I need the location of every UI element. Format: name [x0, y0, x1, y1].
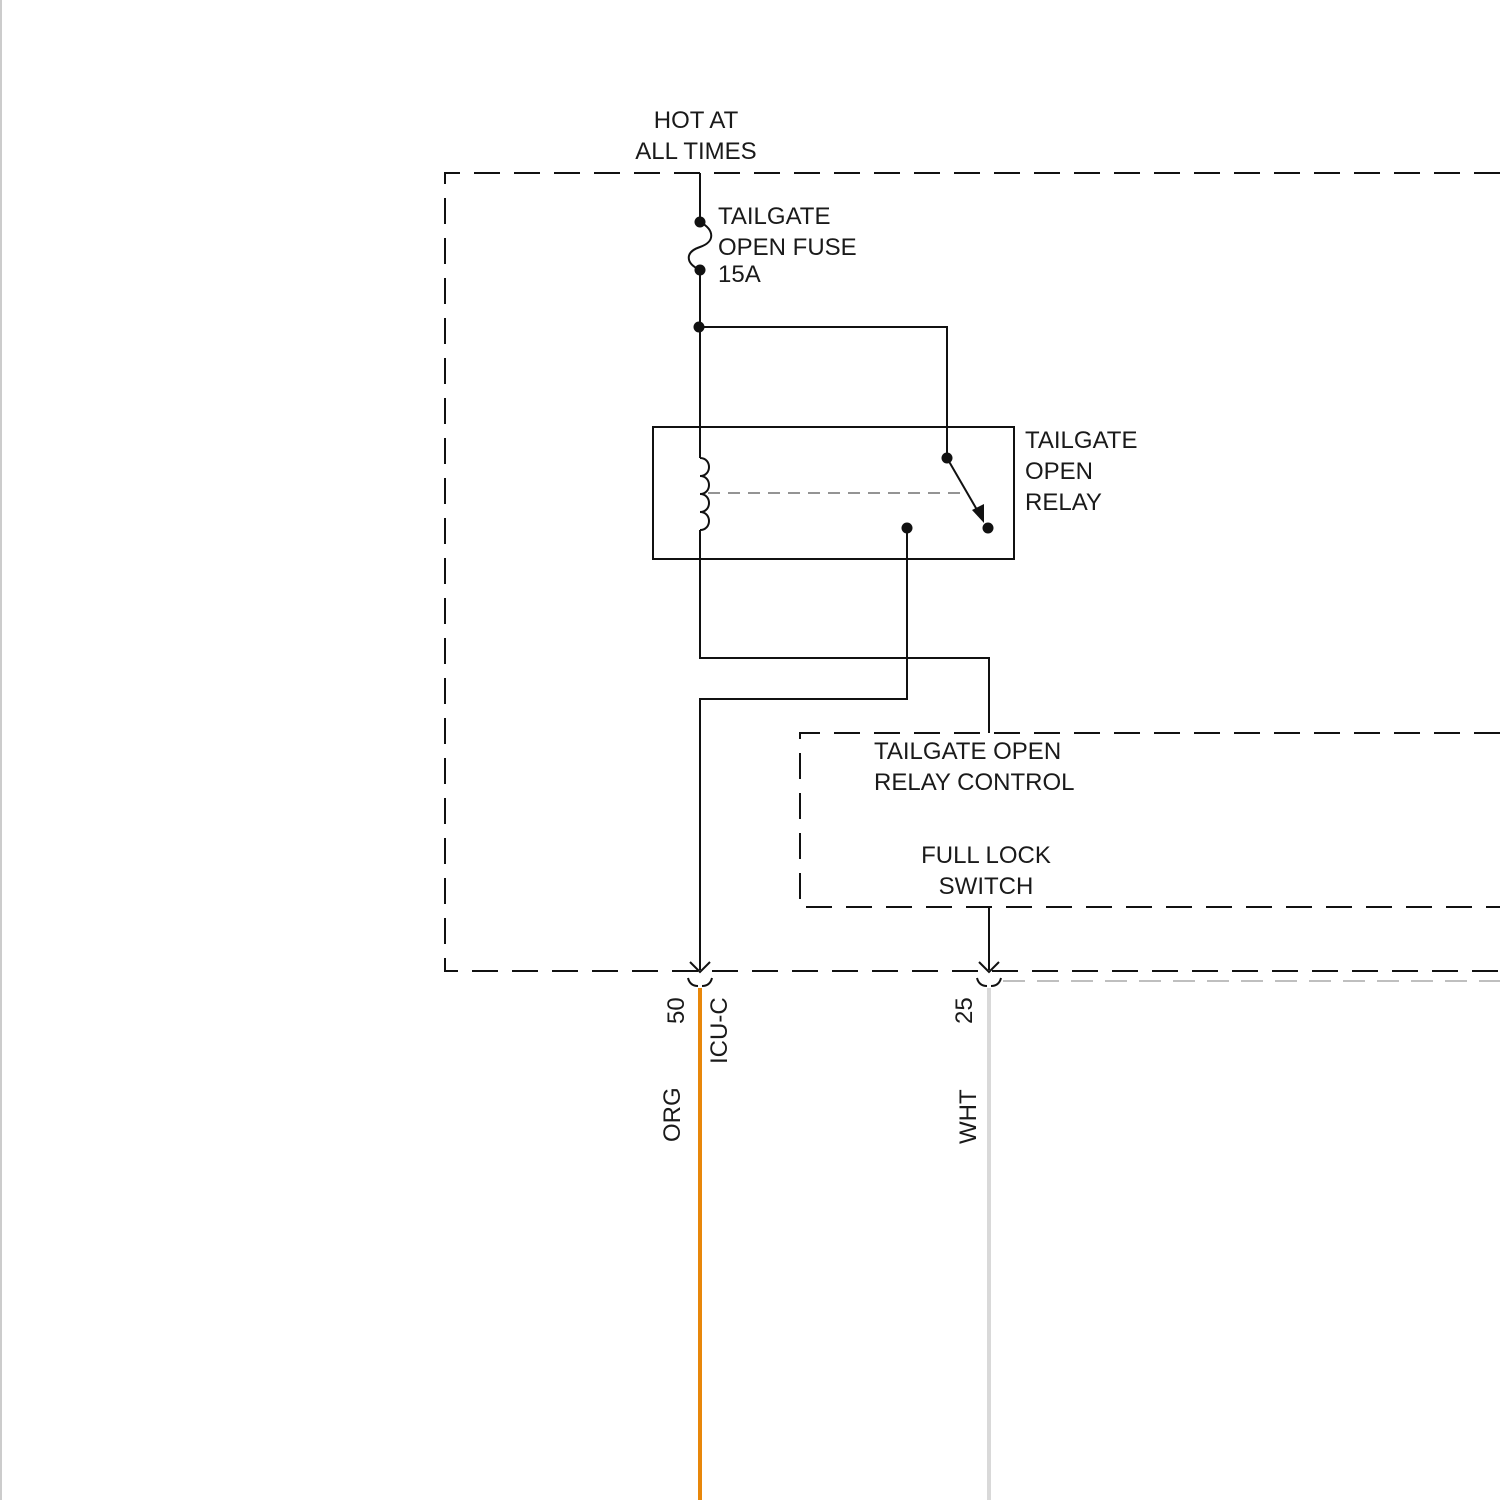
- switch-label-line2: SWITCH: [939, 873, 1034, 900]
- pin-50-number: 50: [663, 997, 690, 1024]
- switch-no-contact: [983, 523, 994, 534]
- switch-feed-wire: [699, 327, 947, 458]
- switch-label-line1: FULL LOCK: [921, 842, 1051, 869]
- wire-color-label-wht: WHT: [955, 1089, 982, 1144]
- switch-arrow-icon: [972, 504, 984, 523]
- fuse-label-line3: 15A: [718, 261, 761, 288]
- relay-label-line1: TAILGATE: [1025, 427, 1137, 454]
- relay-coil-icon: [700, 458, 709, 530]
- fuse-label-line1: TAILGATE: [718, 203, 830, 230]
- pin-25-number: 25: [951, 997, 978, 1024]
- supply-label-line1: HOT AT: [654, 107, 739, 134]
- switch-arm: [947, 458, 980, 515]
- connector-id-label: ICU-C: [706, 997, 733, 1064]
- wire-color-label-org: ORG: [659, 1087, 686, 1142]
- fuse-label-line2: OPEN FUSE: [718, 234, 857, 261]
- control-module-label-line1: TAILGATE OPEN: [874, 738, 1061, 765]
- relay-label-line3: RELAY: [1025, 489, 1102, 516]
- coil-control-wire: [700, 559, 989, 733]
- fuse-symbol: [689, 217, 712, 276]
- relay-label-line2: OPEN: [1025, 458, 1093, 485]
- supply-label-line2: ALL TIMES: [635, 138, 756, 165]
- control-module-label-line2: RELAY CONTROL: [874, 769, 1075, 796]
